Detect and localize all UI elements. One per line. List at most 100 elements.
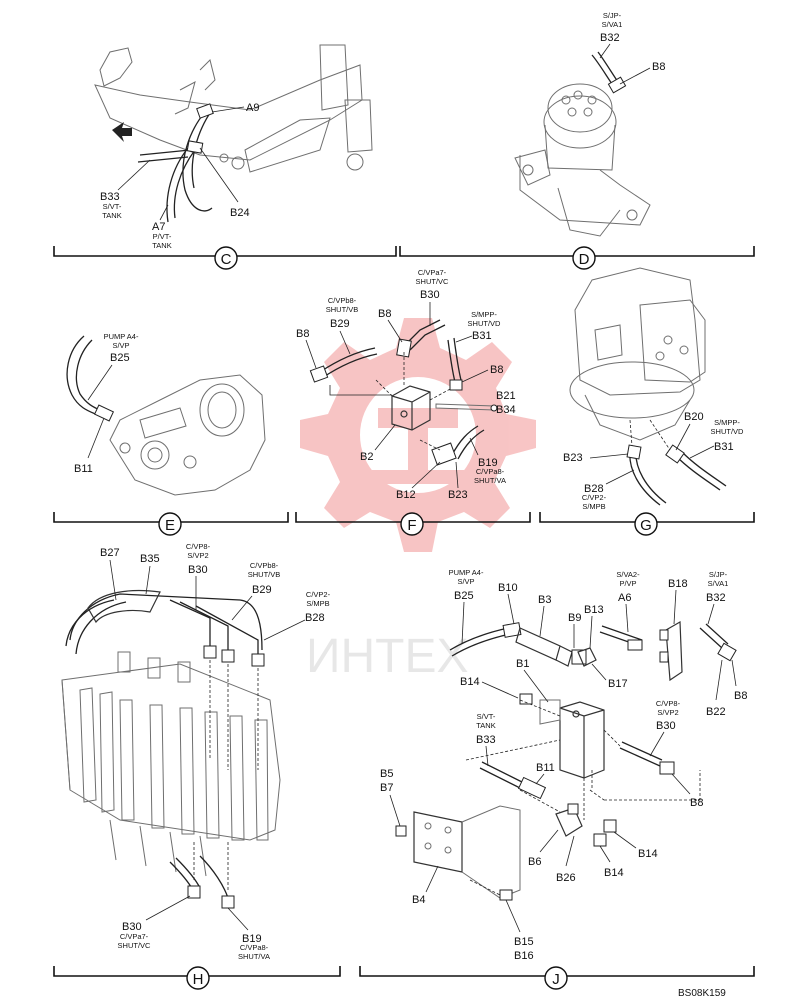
- callout-desc: C/VP8-S/VP2: [656, 699, 681, 717]
- callout-j-b5: B5: [380, 768, 393, 780]
- callout-desc: S/MPP-SHUT/VD: [711, 418, 745, 436]
- callout-f-b2: B2: [360, 424, 396, 463]
- callout-j-b33: S/VT-TANK B33: [476, 712, 496, 767]
- callout-code: B3: [538, 594, 551, 606]
- watermark: ИНТЕХ: [300, 318, 536, 683]
- callout-desc: PUMP A4-S/VP: [449, 568, 484, 586]
- panel-j-badge: J: [544, 966, 568, 990]
- callout-code: B26: [556, 872, 576, 884]
- callout-code: B1: [516, 658, 529, 670]
- callout-code: G: [640, 517, 652, 534]
- panel-e-badge: E: [158, 512, 182, 536]
- callout-f-b29: C/VPb8-SHUT/VB B29: [326, 296, 358, 355]
- callout-code: B29: [252, 584, 272, 596]
- callout-desc-line: C/VPb8-: [328, 296, 357, 305]
- panel-h-badge: H: [186, 966, 210, 990]
- callout-desc: C/VP8-S/VP2: [186, 542, 211, 560]
- callout-code: B5: [380, 768, 393, 780]
- callout-g-b23: B23: [563, 452, 629, 464]
- panel-c-drawing: [94, 44, 373, 223]
- callout-code: B14: [460, 676, 480, 688]
- panel-g-badge: G: [634, 512, 658, 536]
- callout-j-b17: B17: [591, 663, 628, 690]
- panel-d-badge: D: [572, 246, 596, 270]
- callout-f-b8a: B8: [378, 308, 403, 343]
- callout-code: B35: [140, 553, 160, 565]
- callout-j-b10: B10: [498, 582, 518, 625]
- callout-h-b19: B19 C/VPa8-SHUT/VA: [227, 907, 270, 961]
- panel-e: PUMP A4-S/VP B25 B11 E: [53, 332, 289, 536]
- callout-code: A6: [618, 592, 631, 604]
- callout-desc: S/JP-S/VA1: [602, 11, 623, 29]
- callout-h-b30b: B30 C/VPa7-SHUT/VC: [118, 895, 191, 950]
- callout-c-a7: A7 P/VT-TANK: [152, 204, 172, 250]
- callout-code: B21: [496, 390, 516, 402]
- callout-f-b12: B12: [396, 461, 441, 501]
- callout-code: B33: [100, 191, 120, 203]
- callout-f-b23: B23: [448, 461, 468, 501]
- watermark-gear-logo: [300, 318, 536, 552]
- callout-code: B2: [360, 451, 373, 463]
- callout-code: B23: [563, 452, 583, 464]
- callout-code: B30: [188, 564, 208, 576]
- callout-e-b11: B11: [74, 417, 105, 475]
- panel-h: B27 B35 C/VP8-S/VP2 B30 C/VPb8-SHUT/VB B…: [53, 542, 341, 990]
- callout-desc-line: S/JP-: [709, 570, 728, 579]
- callout-code: A7: [152, 221, 165, 233]
- callout-desc-line: S/JP-: [603, 11, 622, 20]
- callout-code: B17: [608, 678, 628, 690]
- callout-f-b31: S/MPP-SHUT/VD B31: [455, 310, 501, 343]
- drawing-code: BS08K159: [678, 988, 726, 999]
- callout-code: B29: [330, 318, 350, 330]
- callout-desc-line: C/VPb8-: [250, 561, 279, 570]
- callout-code: B27: [100, 547, 120, 559]
- callout-code: B33: [476, 734, 496, 746]
- callout-code: B31: [472, 330, 492, 342]
- callout-desc: C/VP2-S/MPB: [306, 590, 331, 608]
- callout-j-b14c: B14: [599, 845, 624, 879]
- callout-f-b34: B34: [496, 404, 516, 416]
- callout-j-b26: B26: [556, 835, 576, 884]
- panel-g-drawing: [569, 267, 727, 506]
- callout-code: B32: [706, 592, 726, 604]
- callout-j-b30: C/VP8-S/VP2 B30: [649, 699, 681, 757]
- callout-desc: S/VT-TANK: [102, 202, 122, 220]
- callout-code: B25: [454, 590, 474, 602]
- callout-j-b16: B16: [514, 950, 534, 962]
- callout-code: H: [193, 971, 204, 988]
- callout-code: B11: [74, 463, 93, 475]
- callout-desc: C/VPa8-SHUT/VA: [238, 943, 270, 961]
- callout-code: D: [579, 251, 590, 268]
- callout-code: B24: [230, 207, 250, 219]
- callout-h-b28: C/VP2-S/MPB B28: [263, 590, 331, 641]
- callout-desc-line: S/VT-: [477, 712, 496, 721]
- callout-code: B14: [638, 848, 658, 860]
- callout-code: B11: [536, 762, 555, 774]
- callout-desc: C/VPa7-SHUT/VC: [118, 932, 152, 950]
- callout-j-b22: B22: [706, 659, 726, 718]
- panel-f-drawing: [309, 319, 498, 466]
- callout-j-b18: B18: [668, 578, 688, 625]
- callout-desc-line: S/MPP-: [714, 418, 740, 427]
- callout-h-b27: B27: [100, 547, 120, 601]
- callout-desc-line: TANK: [102, 211, 121, 220]
- callout-desc: PUMP A4-S/VP: [104, 332, 139, 350]
- callout-desc-line: P/VT-: [153, 232, 172, 241]
- callout-j-b1: B1: [516, 658, 549, 703]
- callout-desc-line: SHUT/VC: [118, 941, 152, 950]
- callout-code: B23: [448, 489, 468, 501]
- callout-j-b7: B7: [380, 782, 401, 827]
- callout-j-b11: B11: [535, 762, 555, 785]
- panel-c: A9 B33 S/VT-TANK A7 P/VT-TANK B24 C: [53, 44, 397, 270]
- callout-f-b21: B21: [496, 390, 516, 402]
- callout-desc: S/VA2-P/VP: [616, 570, 640, 588]
- callout-f-b8c: B8: [461, 364, 503, 383]
- callout-desc-line: SHUT/VB: [248, 570, 281, 579]
- callout-code: F: [407, 517, 416, 534]
- callout-desc: S/JP-S/VA1: [708, 570, 729, 588]
- panel-j: PUMP A4-S/VP B25 B10 B3 B9 B13 S/VA2-P/V…: [359, 568, 755, 990]
- callout-desc-line: TANK: [476, 721, 495, 730]
- callout-j-b25: PUMP A4-S/VP B25: [449, 568, 484, 645]
- panel-c-badge: C: [214, 246, 238, 270]
